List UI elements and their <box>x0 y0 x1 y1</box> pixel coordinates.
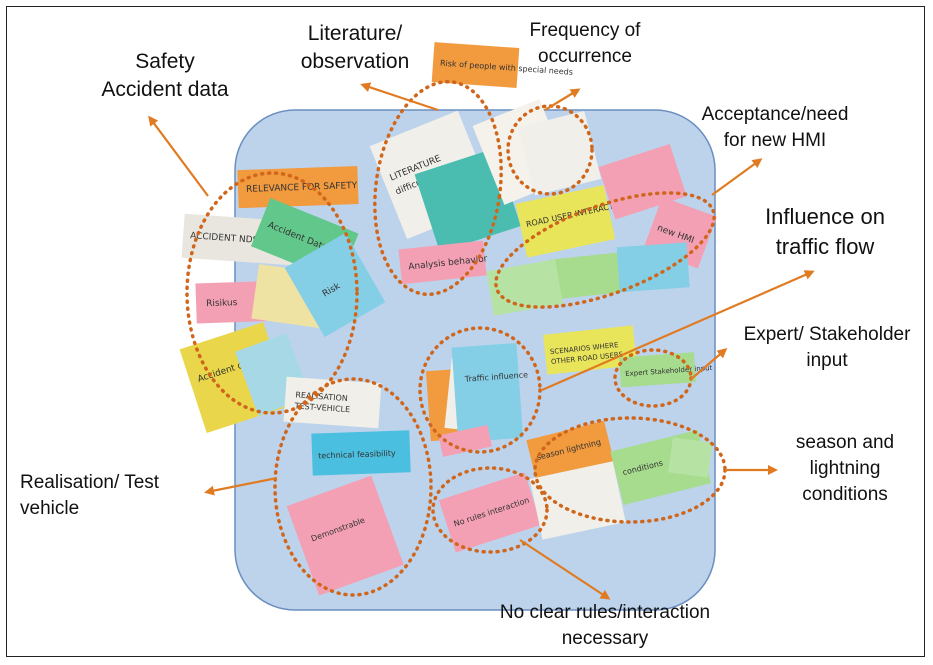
label-expert-stakeholder-input: Expert/ Stakeholder input <box>743 324 911 371</box>
arrow-rules <box>519 539 611 600</box>
outline-traffic <box>418 326 542 454</box>
card-season-green2 <box>668 437 713 478</box>
svg-text:technical feasibility: technical feasibility <box>318 449 396 461</box>
label-frequency-of-occurrence: Frequency of occurrence <box>529 20 641 67</box>
label-season-lightning-conditions: season and lightning conditions <box>795 432 895 505</box>
arrow-traffic <box>541 270 815 392</box>
arrow-frequency <box>544 88 581 111</box>
card-technical-feasibility: technical feasibility <box>311 430 411 476</box>
label-safety-accident-data: Safety Accident data <box>101 50 229 101</box>
card-analysis-behavior: Analysis behavior <box>398 240 488 285</box>
svg-text:Risikus: Risikus <box>206 298 238 309</box>
card-demonstrable: Demonstrable <box>286 475 404 596</box>
svg-text:TEST-VEHICLE: TEST-VEHICLE <box>293 401 350 414</box>
card-risk: Risk <box>284 232 386 338</box>
card-pink-small <box>438 425 492 457</box>
arrow-expert <box>689 348 728 381</box>
card-frequency-2 <box>518 110 602 196</box>
label-acceptance-new-hmi: Acceptance/need for new HMI <box>701 104 849 151</box>
card-teal-acceptance <box>616 242 690 293</box>
label-realisation-test-vehicle: Realisation/ Test vehicle <box>20 472 160 519</box>
figure-frame <box>6 6 925 657</box>
svg-text:Traffic influence: Traffic influence <box>464 370 529 383</box>
card-no-rules: No rules interaction <box>438 472 542 553</box>
arrow-safety <box>148 115 209 197</box>
label-no-clear-rules: No clear rules/interaction necessary <box>499 602 711 649</box>
label-literature-observation: Literature/ observation <box>300 22 410 73</box>
outline-literature <box>373 79 503 297</box>
card-relevance-safety: RELEVANCE FOR SAFETY <box>237 165 359 209</box>
outline-acceptance <box>494 191 716 309</box>
outline-rules <box>431 466 549 554</box>
cluster-arrows <box>148 82 815 600</box>
sticky-cards: RELEVANCE FOR SAFETY ACCIDENT NDS / FOT … <box>179 42 717 596</box>
card-traffic-influence: Traffic influence <box>451 343 529 443</box>
card-lightgreen-acceptance <box>486 259 563 316</box>
svg-text:REALISATION: REALISATION <box>295 390 348 403</box>
outline-safety <box>185 171 359 415</box>
svg-text:RELEVANCE FOR SAFETY: RELEVANCE FOR SAFETY <box>246 181 358 195</box>
label-influence-traffic-flow: Influence on traffic flow <box>765 204 885 259</box>
arrow-literature <box>360 82 439 112</box>
arrow-acceptance <box>711 158 763 196</box>
outline-realisation <box>273 377 433 597</box>
arrow-realisation <box>204 476 278 496</box>
